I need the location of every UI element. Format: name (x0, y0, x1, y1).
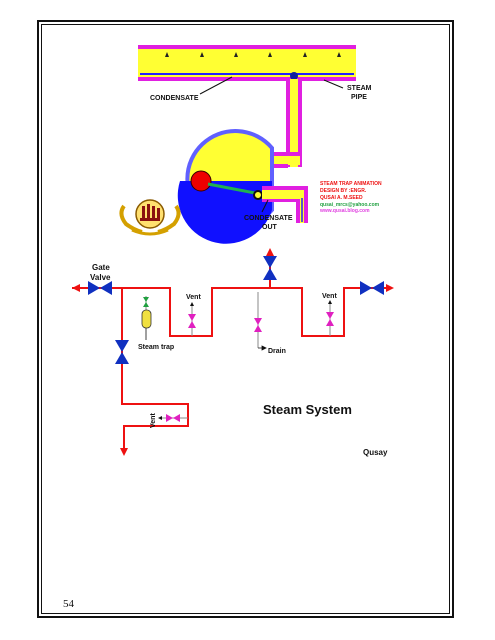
drop-pipe-wall-right (298, 79, 302, 167)
trap-valve-seat (253, 190, 263, 200)
riser-arrow (266, 248, 274, 256)
outlet-arrow (386, 284, 394, 292)
vent2-arrow (158, 416, 162, 420)
vent2-label: Vent (150, 413, 157, 428)
branch-valve-icon (115, 340, 129, 364)
drain-branch-line (121, 288, 189, 452)
credit-line3: QUSAI A. M.SEED (320, 195, 363, 201)
main-steam-line (72, 287, 392, 337)
steam-trap-valve-icon (143, 297, 149, 307)
drip-markers (165, 52, 341, 57)
steam-trap-figure: CONDENSATE STEAM PIPE CONDENSATE OUT STE… (119, 45, 382, 244)
steam-pipe-wall-top (138, 45, 356, 49)
trap-float (190, 170, 212, 192)
author-label: Qusay (363, 448, 388, 457)
condensate-label: CONDENSATE (150, 95, 199, 102)
vent3-arrow (328, 300, 332, 304)
page-border-inner (41, 24, 450, 614)
condensate-out-leader (261, 199, 269, 213)
riser-valve-icon (263, 256, 277, 280)
page-number: 54 (63, 598, 74, 610)
outlet-pipe-wall-bottom (262, 199, 300, 202)
inlet-pipe-wall-top (258, 152, 302, 156)
drain-valve-icon (254, 318, 262, 332)
vent1-valve-icon (188, 314, 196, 328)
credit-line1: STEAM TRAP ANIMATION (320, 181, 382, 187)
vent2-valve-icon (166, 414, 180, 422)
steam-pipe-label-line1: STEAM (347, 85, 372, 92)
steam-pipe-leader (323, 79, 344, 89)
outlet-drop-wall-right (304, 186, 308, 223)
condensate-out-label-line2: OUT (262, 224, 278, 231)
steam-system-figure: Gate Valve Vent Vent Steam trap Drain Ve… (72, 248, 394, 457)
outlet-pipe-wall-top (262, 186, 308, 190)
trap-lever (207, 182, 256, 195)
vent1-arrow (190, 302, 194, 306)
drop-pipe-wall-left (286, 79, 290, 167)
gate-valve-label-line2: Valve (90, 273, 111, 282)
steam-pipe-wall-bottom (138, 77, 356, 81)
vent1-label: Vent (186, 294, 201, 301)
steam-trap-body (141, 309, 152, 329)
steam-trap-label: Steam trap (138, 344, 174, 351)
steam-pipe-label-line2: PIPE (351, 94, 367, 101)
condensate-leader (199, 76, 233, 95)
outlet-drop-wall-left (296, 199, 300, 223)
credit-line2: DESIGN BY :ENGR. (320, 188, 367, 194)
credit-line5: www.qusai.blog.com (319, 208, 370, 214)
logo-emblem (119, 199, 181, 236)
drop-pipe (290, 79, 298, 167)
trap-water (177, 181, 272, 244)
outlet-valve-icon (360, 281, 384, 295)
steam-system-title: Steam System (263, 402, 352, 417)
vent3-valve-icon (326, 312, 334, 326)
drain-label: Drain (268, 348, 286, 355)
drain-outlet-arrow (120, 448, 128, 456)
page-border-outer (37, 20, 454, 618)
gate-valve-label-line1: Gate (92, 263, 110, 272)
credit-line4: qusai_mrcs@yahoo.com (320, 202, 380, 208)
outlet-pipe (262, 190, 304, 200)
gate-valve-icon (88, 281, 112, 295)
condensate-out-label-line1: CONDENSATE (244, 215, 293, 222)
drain-arrow (258, 345, 267, 351)
inlet-arrow (72, 284, 80, 292)
inlet-pipe (258, 155, 300, 165)
vent3-label: Vent (322, 293, 337, 300)
pipe-junction (290, 72, 298, 80)
